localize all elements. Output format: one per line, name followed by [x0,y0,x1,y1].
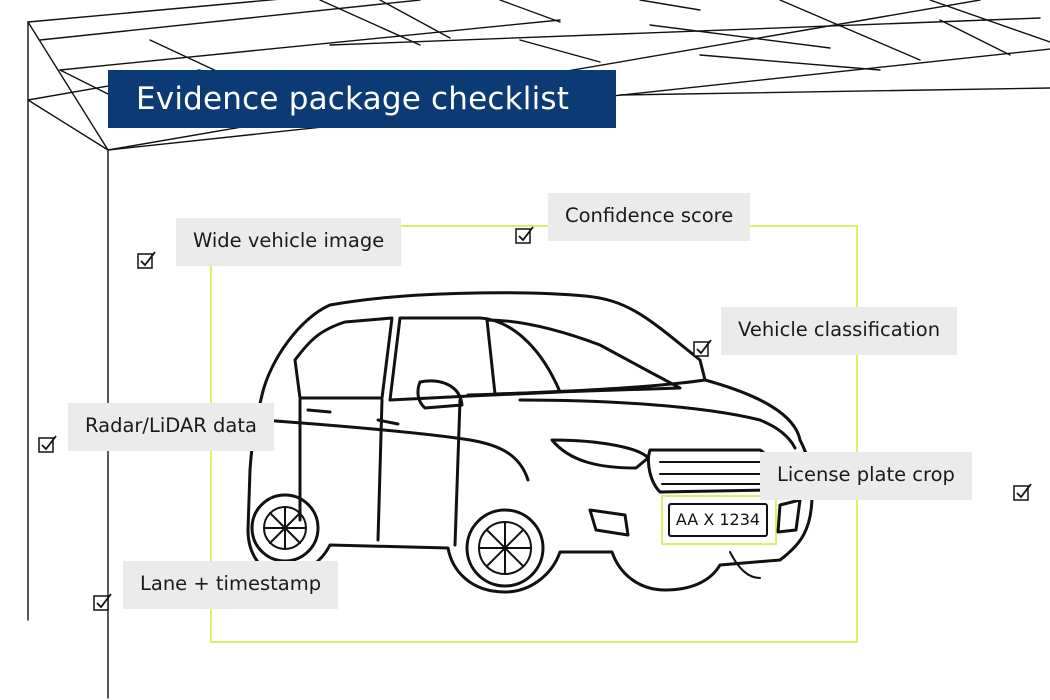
label-vehicle-classification: Vehicle classification [721,307,958,355]
plate-crop-frame [661,495,777,545]
checked-box-icon [1013,483,1032,501]
checked-box-icon [515,226,534,244]
page-title: Evidence package checklist [108,70,616,128]
label-radar-lidar-data: Radar/LiDAR data [68,403,274,451]
checked-box-icon [137,251,156,269]
gantry-structure [27,0,1050,699]
checked-box-icon [38,435,57,453]
label-wide-vehicle-image: Wide vehicle image [176,218,402,266]
label-license-plate-crop: License plate crop [760,452,972,500]
checked-box-icon [93,593,112,611]
label-confidence-score: Confidence score [548,193,751,241]
label-lane-timestamp: Lane + timestamp [123,561,339,609]
checked-box-icon [693,339,712,357]
license-plate: AA X 1234 [668,503,768,537]
